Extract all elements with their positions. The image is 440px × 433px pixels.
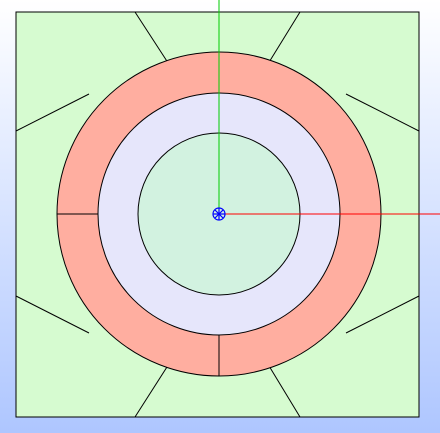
partition-line — [345, 295, 420, 334]
partition-line — [15, 93, 90, 132]
partition-line — [15, 295, 90, 334]
partition-line — [345, 93, 420, 132]
origin-axis-icon[interactable] — [212, 207, 226, 221]
